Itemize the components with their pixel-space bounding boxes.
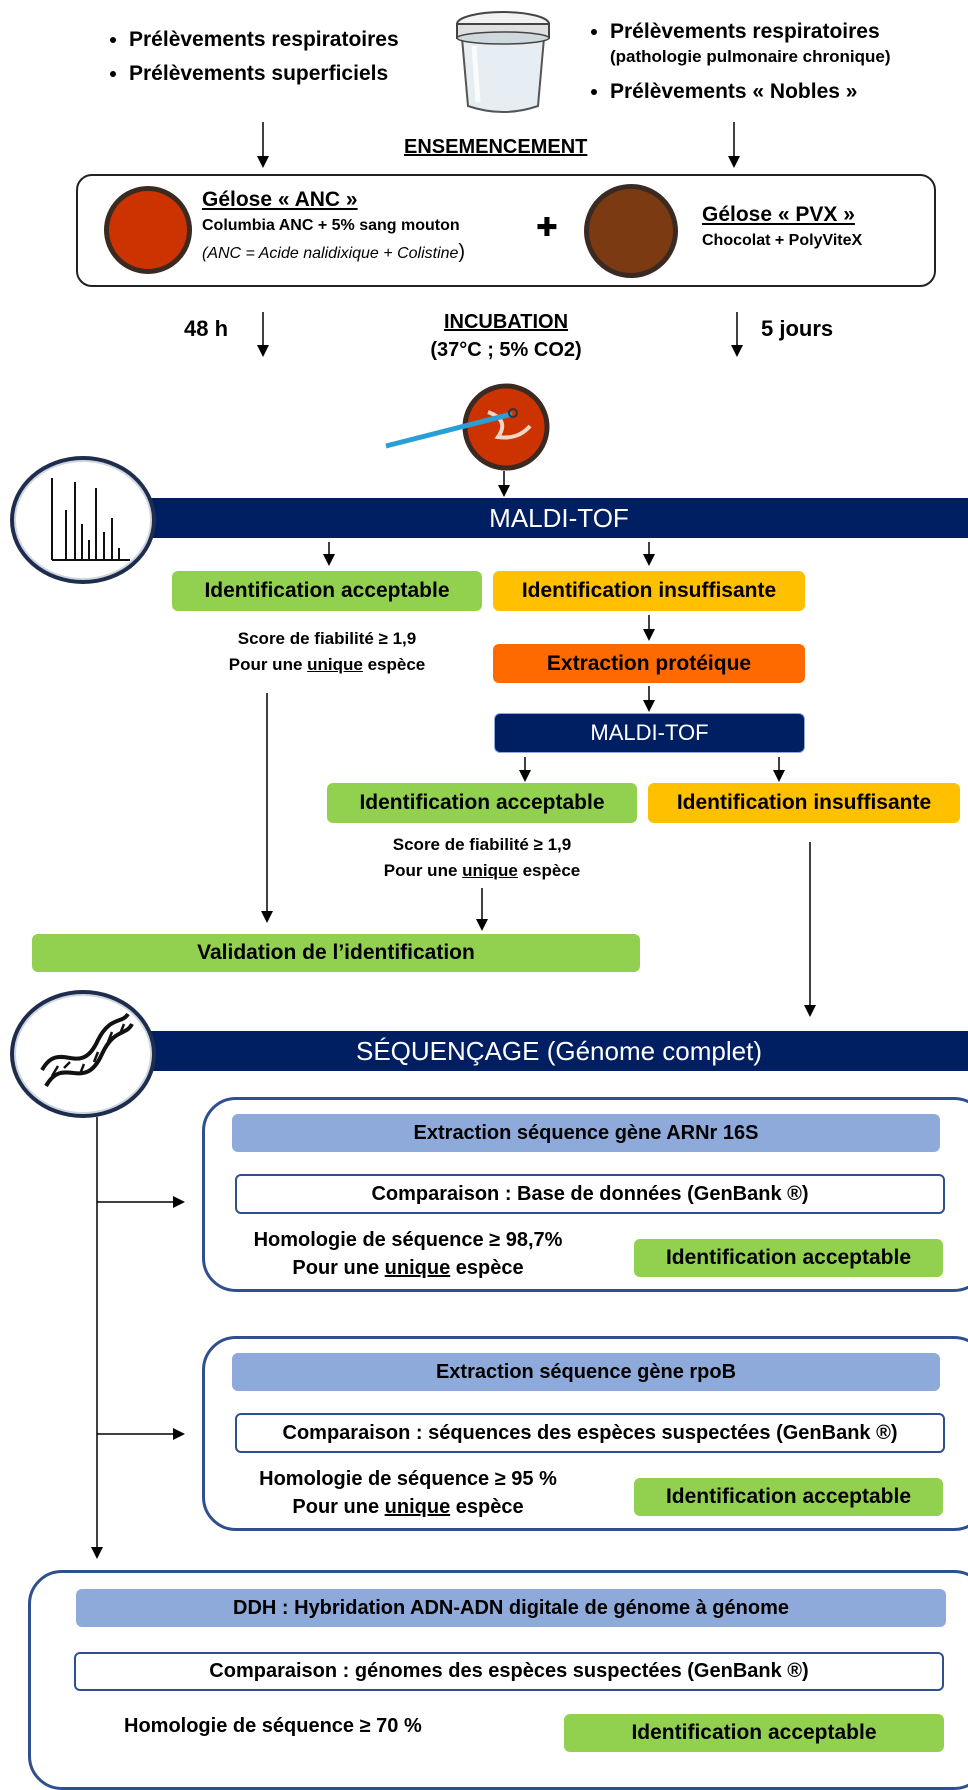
maldi-tof-2: MALDI-TOF bbox=[494, 713, 805, 753]
dna-icon bbox=[40, 1012, 134, 1088]
block-rpob-homology: Homologie de séquence ≥ 95 % Pour une un… bbox=[232, 1465, 584, 1521]
sample-right-nobles: Prélèvements « Nobles » bbox=[610, 80, 891, 104]
maldi-tof-label-1: MALDI-TOF bbox=[489, 502, 629, 533]
homology-line: Homologie de séquence ≥ 98,7% bbox=[253, 1229, 563, 1251]
block-16s-compare: Comparaison : Base de données (GenBank ®… bbox=[235, 1174, 945, 1214]
sequencing-label: SÉQUENÇAGE (Génome complet) bbox=[355, 1035, 762, 1066]
block-16s-result: Identification acceptable bbox=[634, 1239, 943, 1277]
pvx-description: Gélose « PVX » Chocolat + PolyViteX bbox=[702, 202, 862, 254]
block-16s-homology: Homologie de séquence ≥ 98,7% Pour une u… bbox=[232, 1226, 584, 1282]
incubation-block: INCUBATION (37°C ; 5% CO2) bbox=[414, 308, 598, 364]
score-pre: Pour une bbox=[383, 861, 463, 880]
samples-left: Prélèvements respiratoires Prélèvements … bbox=[105, 28, 399, 96]
petri-dish-loop-icon bbox=[385, 383, 550, 471]
agar-plates-box bbox=[76, 174, 936, 287]
anc-line2-end: ) bbox=[458, 241, 466, 263]
score-post: espèce bbox=[362, 655, 426, 674]
incubation-conditions: (37°C ; 5% CO2) bbox=[430, 339, 582, 361]
block-ddh-result: Identification acceptable bbox=[564, 1714, 944, 1752]
score-post: espèce bbox=[450, 1257, 524, 1279]
incubation-left-time: 48 h bbox=[184, 316, 229, 341]
validation-identification: Validation de l’identification bbox=[32, 934, 640, 972]
score-pre: Pour une bbox=[292, 1257, 385, 1279]
samples-right: Prélèvements respiratoires (pathologie p… bbox=[586, 20, 891, 114]
homology-line: Homologie de séquence ≥ 95 % bbox=[259, 1468, 557, 1490]
pvx-line1: Chocolat + PolyViteX bbox=[702, 232, 863, 249]
anc-line2: (ANC = Acide nalidixique + Colistine bbox=[202, 245, 459, 262]
score-post: espèce bbox=[450, 1496, 524, 1518]
sequencing-band: SÉQUENÇAGE (Génome complet) bbox=[150, 1031, 968, 1071]
block-ddh-header: DDH : Hybridation ADN-ADN digitale de gé… bbox=[76, 1589, 946, 1627]
id-insufficient-2: Identification insuffisante bbox=[648, 783, 960, 823]
score-line1: Score de fiabilité ≥ 1,9 bbox=[237, 629, 417, 648]
anc-plate-icon bbox=[104, 186, 192, 274]
block-rpob-result: Identification acceptable bbox=[634, 1478, 943, 1516]
score-unique: unique bbox=[307, 655, 363, 674]
sample-jar-icon bbox=[456, 11, 550, 113]
block-ddh-homology: Homologie de séquence ≥ 70 % bbox=[124, 1715, 422, 1737]
pvx-title: Gélose « PVX » bbox=[702, 203, 855, 226]
anc-title: Gélose « ANC » bbox=[202, 188, 358, 211]
mass-spectrum-icon bbox=[51, 478, 130, 561]
pvx-plate-icon bbox=[584, 184, 678, 278]
score-line1: Score de fiabilité ≥ 1,9 bbox=[392, 835, 572, 854]
block-16s-header: Extraction séquence gène ARNr 16S bbox=[232, 1114, 940, 1152]
id-acceptable-2: Identification acceptable bbox=[327, 783, 637, 823]
sample-left-item: Prélèvements respiratoires bbox=[129, 28, 399, 52]
incubation-title: INCUBATION bbox=[443, 311, 569, 333]
score-unique: unique bbox=[462, 861, 518, 880]
anc-line1: Columbia ANC + 5% sang mouton bbox=[202, 217, 460, 234]
id-acceptable-1: Identification acceptable bbox=[172, 571, 482, 611]
extraction-proteique: Extraction protéique bbox=[493, 644, 805, 683]
score-block-1: Score de fiabilité ≥ 1,9 Pour une unique… bbox=[172, 626, 482, 678]
id-insufficient-1: Identification insuffisante bbox=[493, 571, 805, 611]
score-block-2: Score de fiabilité ≥ 1,9 Pour une unique… bbox=[327, 832, 637, 884]
plus-icon: ✚ bbox=[536, 212, 558, 242]
score-post: espèce bbox=[517, 861, 581, 880]
score-pre: Pour une bbox=[292, 1496, 385, 1518]
mass-spectrum-icon-circle bbox=[10, 456, 156, 584]
anc-description: Gélose « ANC » Columbia ANC + 5% sang mo… bbox=[202, 187, 465, 267]
incubation-right-time: 5 jours bbox=[761, 316, 834, 341]
dna-icon-circle bbox=[10, 990, 156, 1118]
sample-right-respiratory: Prélèvements respiratoires bbox=[610, 20, 880, 43]
score-pre: Pour une bbox=[228, 655, 308, 674]
score-unique: unique bbox=[384, 1257, 451, 1279]
sample-left-item: Prélèvements superficiels bbox=[129, 62, 399, 86]
sample-right-subtitle: (pathologie pulmonaire chronique) bbox=[610, 47, 891, 66]
ensemencement-label: ENSEMENCEMENT bbox=[404, 136, 588, 158]
score-unique: unique bbox=[384, 1496, 451, 1518]
maldi-tof-band-1: MALDI-TOF bbox=[150, 498, 968, 538]
block-rpob-header: Extraction séquence gène rpoB bbox=[232, 1353, 940, 1391]
block-ddh-compare: Comparaison : génomes des espèces suspec… bbox=[74, 1652, 944, 1691]
block-rpob-compare: Comparaison : séquences des espèces susp… bbox=[235, 1413, 945, 1453]
